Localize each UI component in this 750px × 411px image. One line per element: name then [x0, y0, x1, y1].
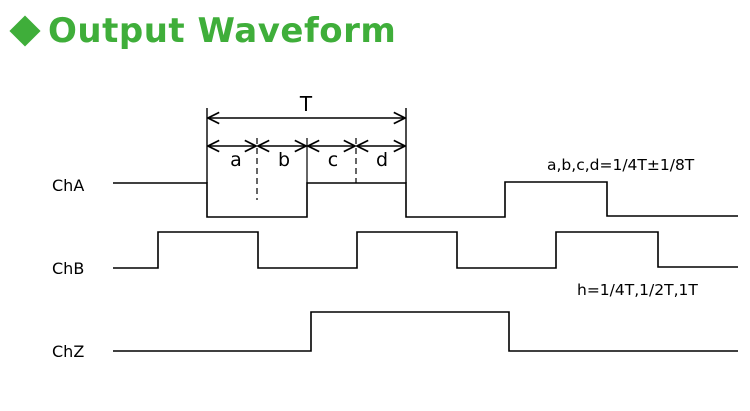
channel-b-waveform: [113, 231, 738, 269]
channel-z-label: ChZ: [52, 342, 84, 361]
index-annotation: h=1/4T,1/2T,1T: [577, 281, 698, 299]
channel-b-label: ChB: [52, 259, 84, 278]
segment-label-c: c: [328, 149, 338, 171]
channel-a-label: ChA: [52, 176, 84, 195]
channel-a-waveform: [113, 181, 738, 218]
channel-z-waveform: [113, 311, 738, 352]
period-label: T: [299, 92, 313, 116]
title-row: Output Waveform: [8, 6, 396, 56]
segment-label-a: a: [230, 149, 242, 171]
segment-label-d: d: [376, 149, 388, 171]
page-title: Output Waveform: [48, 11, 397, 51]
segment-label-b: b: [278, 149, 290, 171]
phase-annotation: a,b,c,d=1/4T±1/8T: [547, 156, 695, 174]
